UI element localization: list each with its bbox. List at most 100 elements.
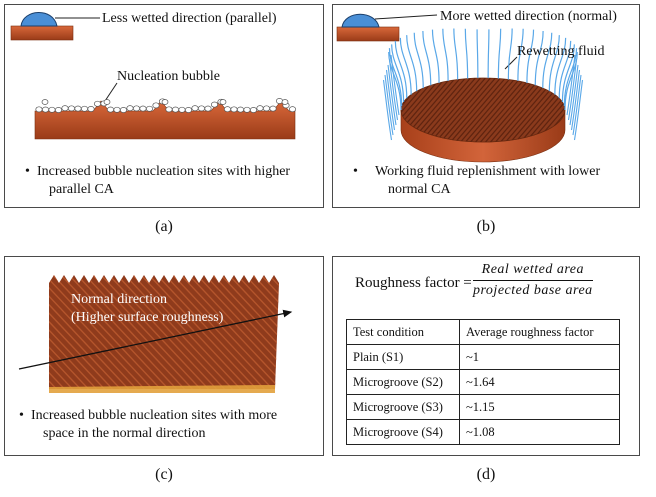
fluid-line xyxy=(554,37,567,95)
hatch-line xyxy=(212,275,279,389)
fluid-line xyxy=(388,51,402,111)
groove-line xyxy=(452,78,514,142)
fluid-line xyxy=(399,37,412,95)
hatch-line xyxy=(276,275,279,389)
groove-line xyxy=(333,75,388,145)
groove-line xyxy=(333,75,343,145)
hatch-line xyxy=(49,275,81,389)
bubble xyxy=(236,106,245,113)
bubble xyxy=(41,106,50,113)
fluid-line xyxy=(573,79,584,141)
hatch-line xyxy=(49,275,145,389)
bubble xyxy=(119,107,128,113)
hatch-line xyxy=(204,275,279,389)
bubble xyxy=(249,107,258,113)
groove-line xyxy=(482,78,544,142)
groove-line xyxy=(333,75,348,145)
groove-line xyxy=(522,78,565,142)
label-nucleation-bubble: Nucleation bubble xyxy=(117,69,221,84)
groove-line xyxy=(467,78,529,142)
fluid-line xyxy=(464,28,469,79)
hatch-line xyxy=(5,275,32,397)
bubble xyxy=(126,105,134,112)
normal-direction-arrow xyxy=(18,309,293,370)
caption-d: (d) xyxy=(476,466,496,483)
groove-line xyxy=(517,78,565,142)
bubble xyxy=(132,105,141,112)
fluid-line xyxy=(453,28,459,80)
groove-line xyxy=(401,78,439,142)
table-cell: ~1.64 xyxy=(459,369,620,395)
groove-line xyxy=(527,78,565,142)
bubble xyxy=(262,105,271,112)
droplet-substrate xyxy=(336,26,400,42)
table-header: Test condition xyxy=(346,319,460,345)
fluid-line xyxy=(572,74,582,136)
hatch-line xyxy=(228,275,279,389)
groove-line xyxy=(583,75,641,145)
bullet-symbol: • xyxy=(19,408,24,423)
droplet xyxy=(341,13,380,28)
hatch-line xyxy=(236,275,279,389)
bullet-a-line1: Increased bubble nucleation sites with h… xyxy=(37,164,291,179)
droplet xyxy=(20,12,58,27)
hatch-line xyxy=(5,275,40,397)
bubble xyxy=(93,100,102,107)
fluid-line xyxy=(558,40,572,99)
groove-line xyxy=(427,78,489,142)
leader-line-normal xyxy=(374,14,438,20)
hatch-line xyxy=(285,275,325,397)
fluid-line xyxy=(517,28,524,82)
groove-line xyxy=(333,75,363,145)
fluid-line xyxy=(406,35,418,92)
bubble xyxy=(184,107,193,113)
hatch-line xyxy=(164,275,279,389)
fluid-line xyxy=(442,28,449,82)
caption-c: (c) xyxy=(155,466,173,483)
bottom-nucleation-strip xyxy=(49,385,275,393)
groove-line xyxy=(333,75,368,145)
bubble xyxy=(197,105,206,112)
table-row: Microgroove (S2) ~1.64 xyxy=(346,369,620,395)
panel-a-graphic xyxy=(10,12,297,140)
panel-d: Roughness factor = Real wetted area proj… xyxy=(332,256,640,456)
hatch-line xyxy=(49,275,113,389)
table-header: Average roughness factor xyxy=(459,319,620,345)
bullet-c-line2: space in the normal direction xyxy=(43,426,206,441)
hatch-line xyxy=(124,275,241,389)
hatch-line xyxy=(148,275,265,389)
hatch-line xyxy=(140,275,257,389)
groove-line xyxy=(333,75,373,145)
label-more-wetted: More wetted direction (normal) xyxy=(440,9,617,24)
table-cell: ~1.15 xyxy=(459,394,620,420)
hatch-line xyxy=(49,275,57,389)
fluid-line xyxy=(387,64,397,126)
bubble xyxy=(48,106,56,113)
fluid-line xyxy=(566,54,576,116)
fluid-line xyxy=(413,32,424,89)
fluid-line xyxy=(563,48,578,106)
label-normal-direction: Normal direction xyxy=(71,292,168,307)
table-cell: Microgroove (S3) xyxy=(346,394,460,420)
bubble xyxy=(41,99,49,105)
hatch-line xyxy=(100,275,217,389)
bubble xyxy=(178,106,186,113)
bubble xyxy=(87,106,95,112)
hatch-line xyxy=(49,275,153,389)
panel-b-graphic xyxy=(333,13,641,163)
bubble xyxy=(191,105,199,112)
label-rewetting-fluid: Rewetting fluid xyxy=(517,44,605,59)
groove-line xyxy=(462,78,524,142)
bubble xyxy=(106,106,115,113)
groove-line xyxy=(477,78,539,142)
fluid-line xyxy=(534,30,544,86)
bubble xyxy=(80,105,89,112)
panel-c: Normal direction (Higher surface roughne… xyxy=(4,256,324,456)
hatch-line xyxy=(49,275,97,389)
bubble xyxy=(165,106,173,113)
fluid-line xyxy=(526,29,535,83)
table-row: Microgroove (S3) ~1.15 xyxy=(346,394,620,420)
leader-line-rewetting xyxy=(504,56,518,70)
groove-line xyxy=(472,78,534,142)
fluid-line xyxy=(388,59,399,121)
